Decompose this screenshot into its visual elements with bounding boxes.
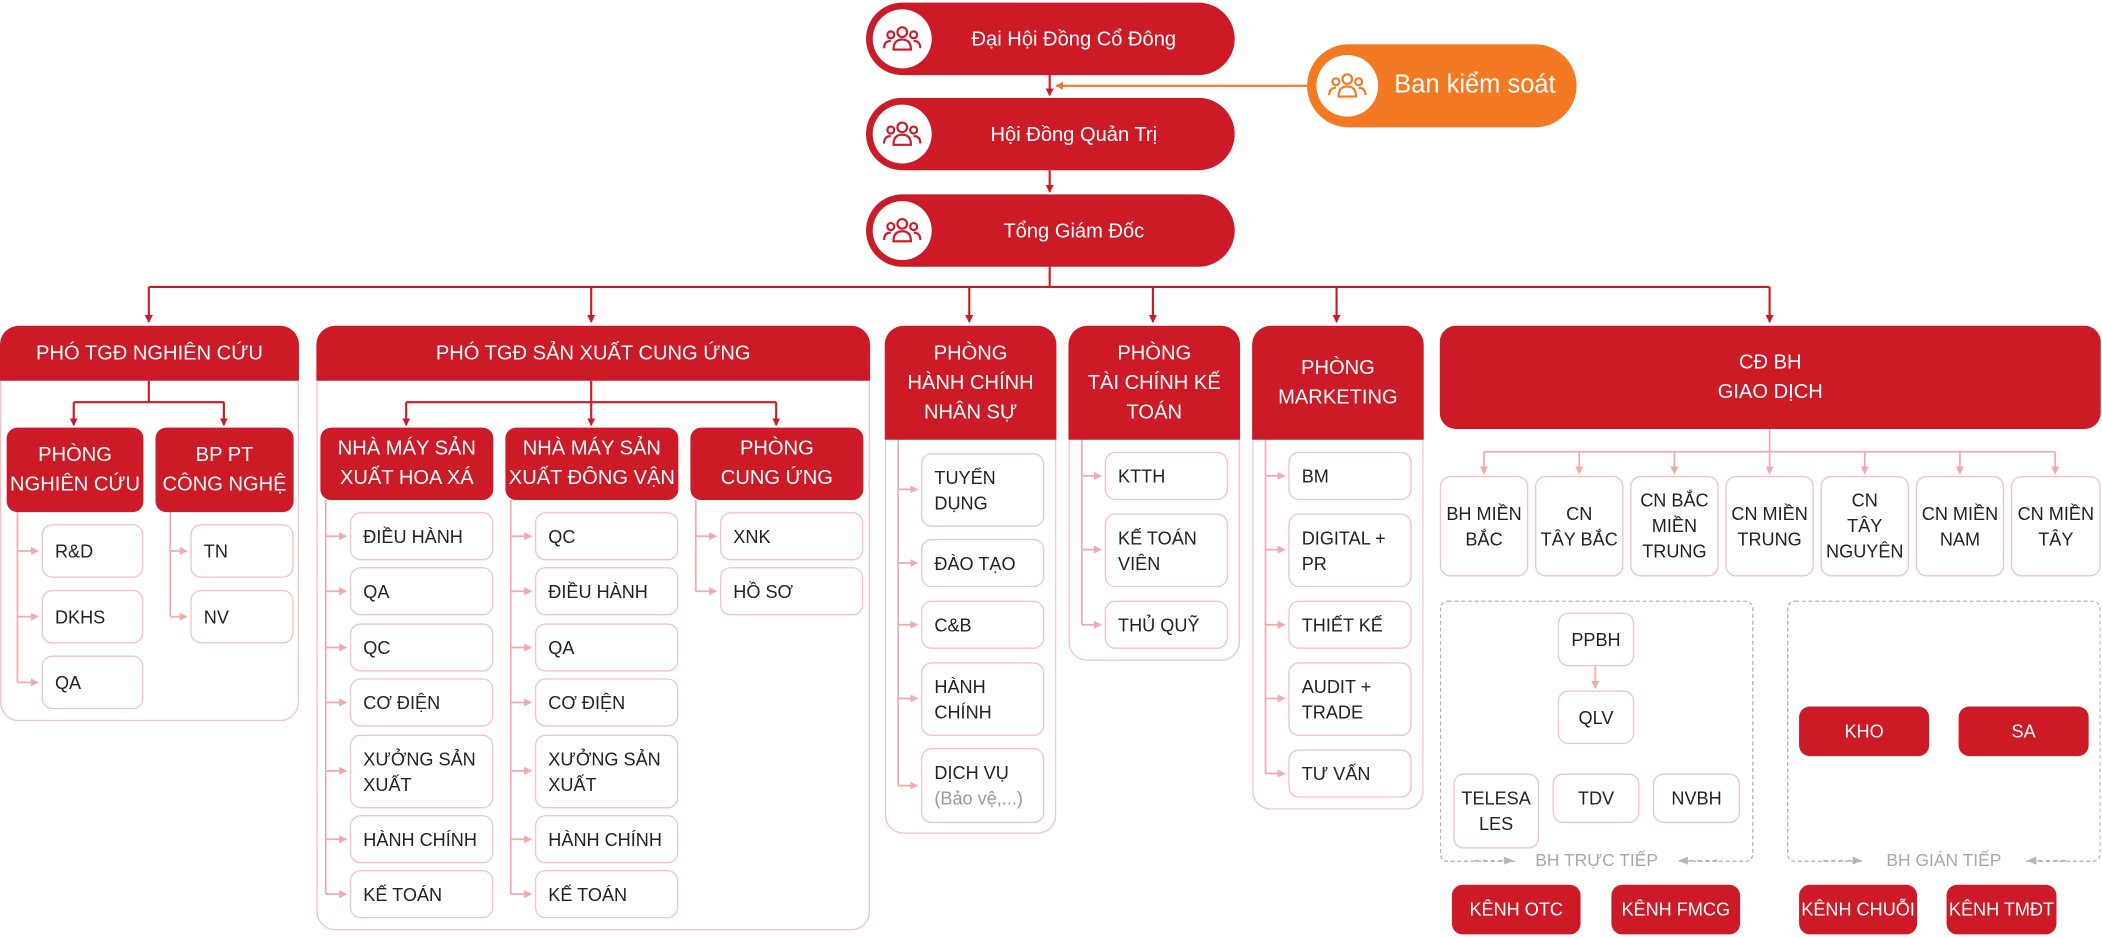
dept-item: TUYỂN DỤNG	[920, 453, 1045, 527]
dept-item: CƠ ĐIỆN	[534, 678, 679, 727]
hr-panel	[884, 439, 1057, 834]
branch-item: CN MIỀN NAM	[1915, 475, 2005, 577]
dept-item: DỊCH VỤ (Bảo vệ,...)	[920, 748, 1045, 824]
dept-item: C&B	[920, 600, 1045, 649]
research-header: PHÓ TGĐ NGHIÊN CỨU	[0, 325, 299, 381]
people-group-icon	[1316, 54, 1379, 117]
marketing-panel	[1252, 439, 1424, 810]
ceo-label: Tổng Giám Đốc	[1003, 219, 1145, 242]
supervisory-node: Ban kiểm soát	[1307, 44, 1577, 128]
board-node: Hội Đồng Quản Trị	[866, 97, 1235, 171]
production-header: PHÓ TGĐ SẢN XUẤT CUNG ỨNG	[316, 325, 871, 381]
dept-item: QA	[349, 567, 494, 616]
dept-item: HÀNH CHÍNH	[534, 815, 679, 864]
tdv-box: TDV	[1552, 773, 1640, 824]
dept-item: DKHS	[41, 589, 144, 644]
people-group-icon	[872, 201, 932, 261]
dept-item: AUDIT + TRADE	[1288, 662, 1412, 736]
indirect-sales-caption: BH GIÁN TIẾP	[1863, 849, 2025, 873]
nvbh-box: NVBH	[1652, 773, 1741, 824]
dept-item: TƯ VẤN	[1288, 749, 1412, 798]
supply-dept-title: PHÒNG CUNG ỨNG	[690, 427, 864, 501]
dept-item: XNK	[719, 512, 864, 561]
dept-item: XƯỞNG SẢN XUẤT	[534, 734, 679, 809]
finance-header: PHÒNG TÀI CHÍNH KẾ TOÁN	[1068, 325, 1241, 440]
branch-item: BH MIỀN BẮC	[1439, 475, 1529, 577]
dept-item: QC	[349, 623, 494, 672]
dept-item: KẾ TOÁN	[349, 870, 494, 919]
dept-item: ĐÀO TẠO	[920, 538, 1045, 588]
dept-item: XƯỞNG SẢN XUẤT	[349, 734, 494, 809]
branch-item: CN BẮC MIỀN TRUNG	[1630, 475, 1719, 577]
telesales-box: TELESA LES	[1453, 773, 1540, 849]
marketing-header: PHÒNG MARKETING	[1252, 325, 1424, 440]
channel-ecommerce: KÊNH TMĐT	[1946, 884, 2057, 935]
people-group-icon	[872, 104, 932, 164]
dept-item: BM	[1288, 451, 1412, 501]
board-label: Hội Đồng Quản Trị	[990, 122, 1158, 146]
dept-item: CƠ ĐIỆN	[349, 678, 494, 727]
dept-item: KTTH	[1104, 451, 1228, 501]
dept-item: QC	[534, 512, 679, 561]
shareholders-label: Đại Hội Đồng Cổ Đông	[971, 27, 1177, 51]
dept-item-label: DỊCH VỤ	[934, 762, 1009, 783]
dept-item: THỦ QUỸ	[1104, 600, 1228, 649]
channel-chain: KÊNH CHUỖI	[1799, 884, 1918, 935]
branch-item: CN TÂY NGUYÊN	[1820, 475, 1910, 577]
finance-panel	[1068, 439, 1241, 661]
branch-item: CN MIỀN TÂY	[2010, 475, 2101, 577]
sales-header: CĐ BH GIAO DỊCH	[1439, 325, 2101, 429]
tech-dev-title: BP PT CÔNG NGHỆ	[155, 427, 294, 513]
dept-item: QA	[534, 623, 679, 672]
dept-item: HỒ SƠ	[719, 567, 864, 616]
dept-item: DIGITAL + PR	[1288, 513, 1412, 588]
people-group-icon	[872, 9, 932, 69]
dept-item: ĐIỀU HÀNH	[349, 512, 494, 561]
channel-otc: KÊNH OTC	[1451, 884, 1581, 935]
ppbh-box: PPBH	[1557, 612, 1635, 667]
kho-box: KHO	[1799, 706, 1930, 757]
branch-item: CN MIỀN TRUNG	[1725, 475, 1814, 577]
production-panel	[316, 380, 871, 931]
factory-hoa-xa-title: NHÀ MÁY SẢN XUẤT HOA XÁ	[320, 427, 494, 501]
research-panel	[0, 380, 299, 722]
hr-header: PHÒNG HÀNH CHÍNH NHÂN SỰ	[884, 325, 1057, 440]
sa-box: SA	[1958, 706, 2089, 757]
dept-item: KẾ TOÁN VIÊN	[1104, 513, 1228, 588]
dept-item: TN	[190, 524, 294, 578]
dept-item: ĐIỀU HÀNH	[534, 567, 679, 616]
research-lab-title: PHÒNG NGHIÊN CỨU	[6, 427, 144, 513]
dept-item: QA	[41, 655, 144, 710]
supervisory-label: Ban kiểm soát	[1394, 71, 1556, 100]
dept-item: HÀNH CHÍNH	[920, 662, 1045, 736]
dept-item: HÀNH CHÍNH	[349, 815, 494, 864]
ceo-node: Tổng Giám Đốc	[866, 194, 1235, 267]
channel-fmcg: KÊNH FMCG	[1611, 884, 1741, 935]
factory-dong-van-title: NHÀ MÁY SẢN XUẤT ĐÔNG VẬN	[505, 427, 679, 501]
dept-item-note: (Bảo vệ,...)	[934, 788, 1023, 809]
direct-sales-caption: BH TRỰC TIẾP	[1516, 849, 1678, 873]
dept-item: KẾ TOÁN	[534, 870, 679, 919]
dept-item: NV	[190, 589, 294, 644]
qlv-box: QLV	[1557, 690, 1635, 745]
branch-item: CN TÂY BẮC	[1534, 475, 1624, 577]
dept-item: THIẾT KẾ	[1288, 600, 1412, 649]
dept-item: R&D	[41, 524, 144, 578]
shareholders-node: Đại Hội Đồng Cổ Đông	[866, 2, 1235, 76]
